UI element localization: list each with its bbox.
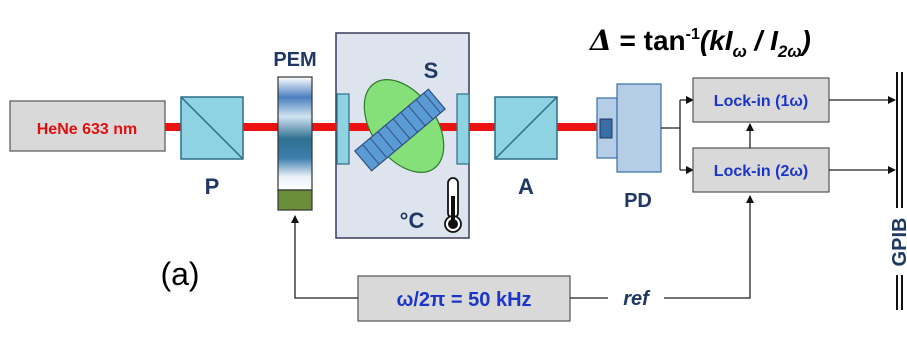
thermometer-icon — [444, 177, 462, 233]
photodiode-label: PD — [624, 190, 652, 212]
ref-wire-b — [664, 195, 754, 299]
analyzer-diagonal — [494, 96, 558, 160]
equation-i1: I — [725, 25, 734, 56]
gpib-label: GPIB — [889, 218, 907, 267]
ref-label: ref — [623, 288, 651, 310]
equation-slash: / — [747, 25, 770, 56]
lockin-2-label: Lock-in (2ω) — [714, 163, 808, 180]
equation-close: ) — [799, 25, 811, 56]
chamber-window-left — [336, 93, 350, 165]
equation-sup: -1 — [686, 26, 700, 43]
laser-source — [9, 100, 166, 152]
photodiode-sensor — [599, 118, 613, 139]
lockin-1-label: Lock-in (1ω) — [714, 93, 808, 110]
pem-crystal — [277, 76, 313, 191]
polarizer-diagonal — [180, 96, 244, 160]
equation: Δ = tan-1(kIω / I2ω) — [588, 24, 811, 61]
equation-sub1: ω — [733, 42, 747, 61]
equation-tan: = tan — [612, 25, 686, 56]
lockin-1 — [692, 77, 830, 123]
equation-delta: Δ — [588, 24, 612, 57]
equation-sub2: 2ω — [777, 42, 802, 61]
laser-label: HeNe 633 nm — [37, 121, 138, 138]
equation-open: (k — [700, 25, 726, 56]
lockin-2 — [692, 147, 830, 193]
sample-label: S — [424, 58, 439, 83]
equation-i2: I — [770, 25, 779, 56]
pem-label: PEM — [273, 49, 316, 71]
photodiode-body — [616, 83, 662, 173]
analyzer-label: A — [518, 174, 534, 199]
driver-to-pem-wire — [291, 215, 358, 299]
pem-driver-label: ω/2π = 50 kHz — [396, 289, 531, 311]
polarizer-label: P — [205, 174, 220, 199]
temperature-label: °C — [400, 208, 425, 233]
sample-bar — [354, 88, 446, 172]
panel-label: (a) — [160, 256, 199, 292]
pem-transducer — [277, 189, 313, 211]
chamber-window-right — [456, 93, 470, 165]
